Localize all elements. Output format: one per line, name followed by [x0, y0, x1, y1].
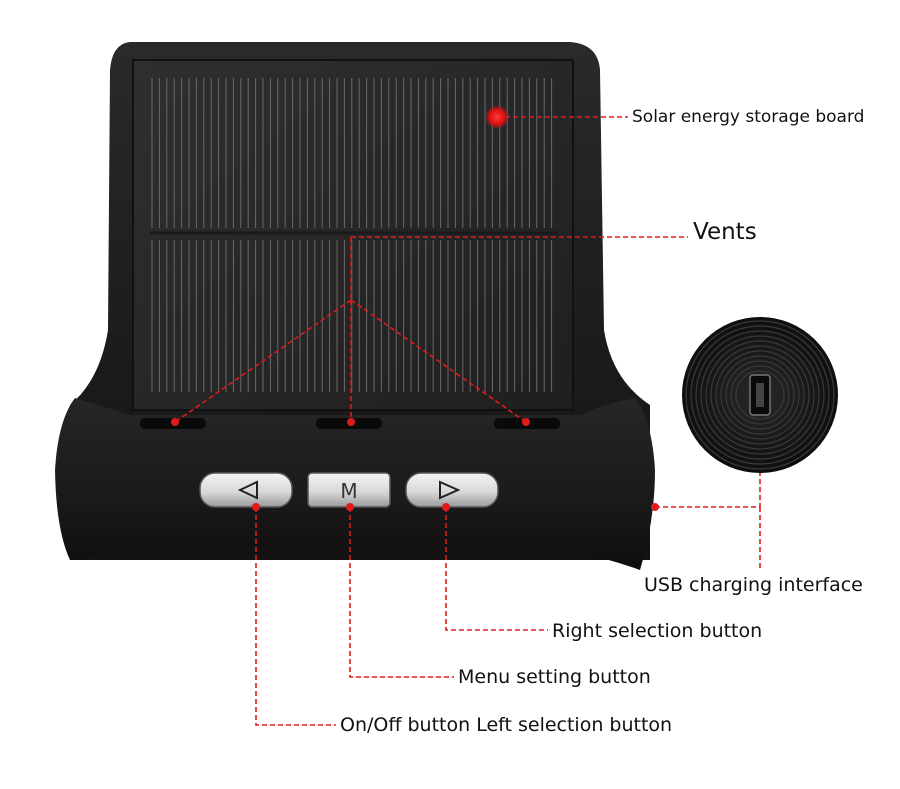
callout-usb	[655, 473, 761, 508]
menu-button[interactable]: M	[307, 472, 391, 508]
callout-right-button	[445, 507, 548, 631]
left-selection-button[interactable]	[199, 472, 293, 508]
usb-inset-ring	[730, 365, 790, 425]
usb-inset-ring	[710, 345, 810, 445]
callout-markers	[171, 105, 659, 511]
usb-inset-ring	[690, 325, 830, 465]
usb-inset-ring	[725, 360, 795, 430]
label-usb-interface: USB charging interface	[644, 574, 863, 596]
usb-inset-ring	[715, 350, 805, 440]
right-selection-button[interactable]	[405, 472, 499, 508]
callout-vent-left	[174, 299, 352, 423]
usb-inset-ring	[720, 355, 800, 435]
usb-inset-ring	[700, 335, 820, 455]
left-triangle-icon	[237, 480, 258, 500]
label-solar-board: Solar energy storage board	[632, 107, 865, 127]
usb-inset-ring	[695, 330, 825, 460]
callout-vent-right	[350, 299, 527, 423]
usb-inset-ring	[685, 320, 835, 470]
label-onoff-button: On/Off button Left selection button	[340, 714, 673, 736]
label-vents: Vents	[693, 219, 757, 245]
right-triangle-icon	[439, 480, 461, 500]
label-menu-button: Menu setting button	[458, 666, 651, 688]
callout-left-button	[255, 507, 336, 726]
usb-inset-ring	[735, 370, 785, 420]
usb-inset-ring	[705, 340, 815, 450]
menu-button-label: M	[340, 479, 357, 503]
callout-lines	[174, 116, 761, 726]
usb-port-inset	[682, 317, 838, 473]
label-right-button: Right selection button	[552, 620, 763, 642]
callout-menu-button	[349, 507, 454, 678]
